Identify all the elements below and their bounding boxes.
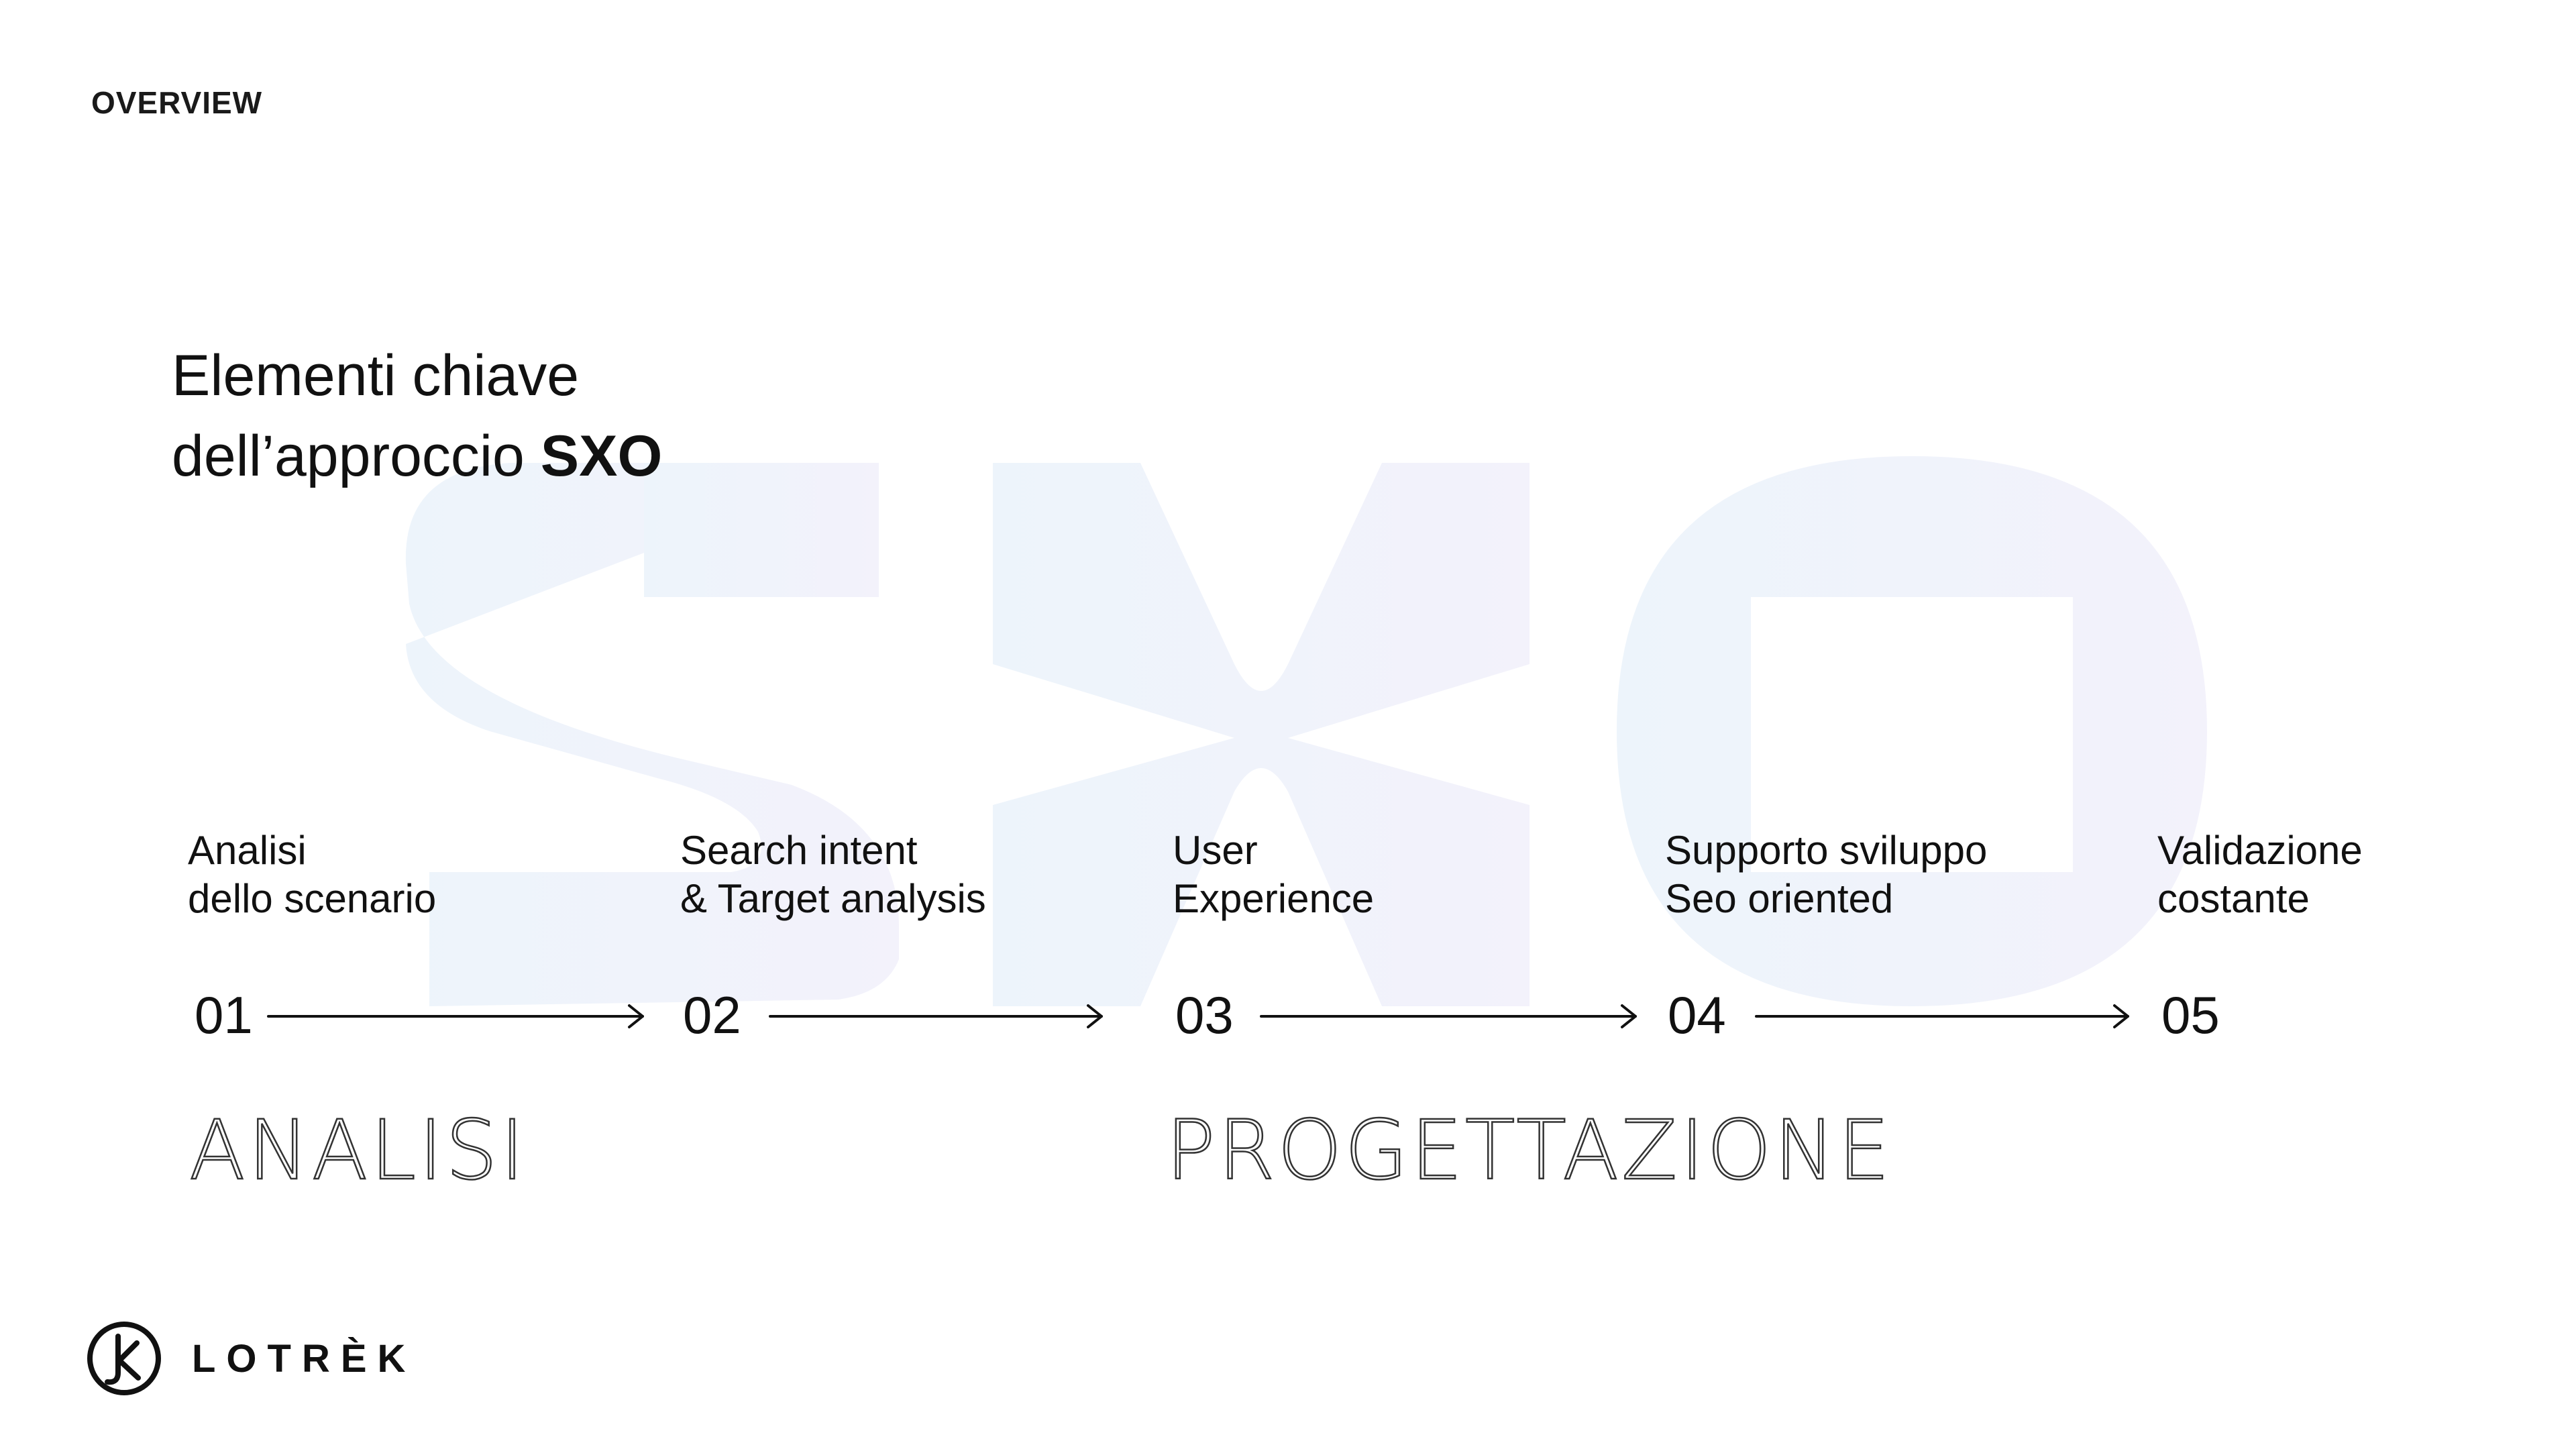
title-line-1: Elementi chiave: [172, 343, 580, 408]
step-label-line-1: User: [1173, 828, 1258, 873]
title-line-2: dell’approccio SXO: [172, 416, 662, 496]
step-label-line-2: Seo oriented: [1665, 876, 1894, 921]
step-number-5: 05: [2161, 985, 2220, 1044]
arrow-4-icon: [1755, 1004, 2129, 1028]
k-circle-icon: [87, 1322, 161, 1395]
phase-progettazione: PROGETTAZIONE: [1165, 1102, 1892, 1199]
step-label-line-2: dello scenario: [188, 876, 437, 921]
step-label-3: User Experience: [1173, 826, 1374, 923]
step-label-line-2: Experience: [1173, 876, 1375, 921]
watermark-o: [1617, 456, 2207, 1006]
logo-text: LOTRÈK: [192, 1336, 417, 1381]
step-label-line-1: Search intent: [680, 828, 918, 873]
step-label-4: Supporto sviluppo Seo oriented: [1665, 826, 1987, 923]
step-label-line-1: Supporto sviluppo: [1665, 828, 1988, 873]
step-label-line-1: Analisi: [188, 828, 307, 873]
lotrek-logo: LOTRÈK: [86, 1320, 416, 1397]
step-label-2: Search intent & Target analysis: [680, 826, 986, 923]
watermark-s: [405, 463, 899, 1006]
step-label-line-2: & Target analysis: [680, 876, 986, 921]
arrow-1-icon: [267, 1004, 644, 1028]
title-line-2-prefix: dell’approccio: [172, 424, 541, 488]
phase-analisi: ANALISI: [189, 1102, 527, 1199]
step-label-5: Validazione costante: [2157, 826, 2363, 923]
watermark-x: [993, 463, 1529, 1006]
step-number-2: 02: [683, 985, 741, 1044]
slide-title: Elementi chiave dell’approccio SXO: [172, 335, 662, 496]
section-label: OVERVIEW: [91, 85, 263, 120]
arrow-2-icon: [769, 1004, 1103, 1028]
step-label-line-1: Validazione: [2157, 828, 2363, 873]
step-label-1: Analisi dello scenario: [188, 826, 436, 923]
watermark-s-top: [644, 463, 879, 597]
arrow-3-icon: [1260, 1004, 1637, 1028]
step-label-line-2: costante: [2157, 876, 2310, 921]
step-number-1: 01: [195, 985, 253, 1044]
step-number-4: 04: [1668, 985, 1726, 1044]
title-line-2-bold: SXO: [540, 424, 663, 488]
step-number-3: 03: [1175, 985, 1234, 1044]
